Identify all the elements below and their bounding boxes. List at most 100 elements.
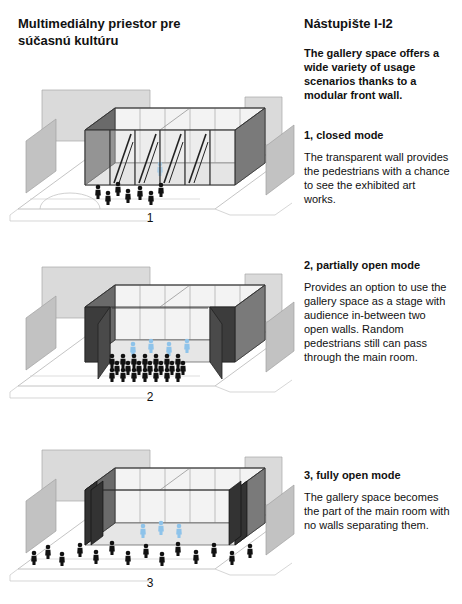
open-wall-leaf <box>98 307 110 379</box>
person-figure <box>125 189 131 203</box>
panel-reflection <box>189 134 206 183</box>
back-mullion <box>140 468 141 523</box>
person-body <box>95 190 101 199</box>
floor-step <box>10 209 150 221</box>
intro-text: The gallery space offers a wide variety … <box>304 46 450 102</box>
wall-slab <box>26 119 56 193</box>
person-body <box>164 373 170 382</box>
person-head <box>121 354 126 359</box>
floor-arc <box>40 193 100 209</box>
person-figure <box>184 339 190 353</box>
person-body <box>120 359 126 368</box>
person-body <box>105 196 111 205</box>
person-head <box>170 361 175 366</box>
person-head <box>176 542 181 547</box>
person-head <box>94 550 99 555</box>
person-figure <box>148 191 154 205</box>
person-figure <box>229 551 235 565</box>
person-figure <box>175 542 181 556</box>
person-figure <box>95 185 101 199</box>
person-body <box>184 344 190 353</box>
person-figure <box>153 354 159 368</box>
person-head <box>110 541 115 546</box>
person-figure <box>175 368 181 382</box>
person-head <box>149 339 154 344</box>
person-figure <box>136 361 142 375</box>
person-head <box>143 354 148 359</box>
person-head <box>181 361 186 366</box>
person-figure <box>142 368 148 382</box>
floor-step <box>10 386 150 398</box>
person-body <box>148 344 154 353</box>
person-body <box>45 550 51 559</box>
person-body <box>131 359 137 368</box>
person-head <box>144 544 149 549</box>
person-body <box>247 549 253 558</box>
person-body <box>175 547 181 556</box>
person-head <box>154 354 159 359</box>
person-body <box>125 556 131 565</box>
panel-reflection <box>194 142 208 183</box>
person-head <box>121 368 126 373</box>
person-body <box>148 196 154 205</box>
person-head <box>143 368 148 373</box>
person-head <box>148 361 153 366</box>
person-body <box>169 366 175 375</box>
scene-illustration <box>10 90 294 221</box>
back-mullion <box>190 468 191 523</box>
person-head <box>149 191 154 196</box>
person-body <box>93 555 99 564</box>
glass-panel <box>110 130 135 185</box>
wall-slab <box>26 479 56 553</box>
person-figure <box>125 551 131 565</box>
glass-panel <box>210 130 235 185</box>
person-head <box>154 368 159 373</box>
person-head <box>126 189 131 194</box>
person-body <box>211 548 217 557</box>
person-head <box>159 521 164 526</box>
person-head <box>176 354 181 359</box>
person-head <box>132 354 137 359</box>
roof-beam <box>160 108 190 130</box>
person-head <box>32 551 37 556</box>
person-figure <box>180 361 186 375</box>
person-figure <box>176 524 182 538</box>
person-figure <box>158 183 164 197</box>
subtitle: Nástupište I-I2 <box>304 16 454 33</box>
floor-line <box>30 199 200 200</box>
person-body <box>153 359 159 368</box>
person-head <box>160 552 165 557</box>
person-figure <box>147 361 153 375</box>
glass-panel <box>160 130 185 185</box>
glass-panel <box>185 130 210 185</box>
person-head <box>115 361 120 366</box>
person-head <box>137 361 142 366</box>
back-mullion <box>165 285 166 340</box>
person-head <box>126 551 131 556</box>
person-figure <box>158 521 164 535</box>
person-head <box>248 544 253 549</box>
mode-heading: 1, closed mode <box>304 128 450 142</box>
person-body <box>164 359 170 368</box>
floor-step <box>215 203 292 215</box>
back-mullion <box>215 468 216 523</box>
gallery-roof-frame <box>85 108 265 130</box>
person-figure <box>153 368 159 382</box>
wall-slab <box>266 485 294 555</box>
person-head <box>78 543 83 548</box>
person-body <box>193 555 199 564</box>
person-figure <box>93 550 99 564</box>
mode-heading: 3, fully open mode <box>304 468 450 482</box>
person-figure <box>137 186 143 200</box>
person-body <box>143 549 149 558</box>
person-figure <box>158 361 164 375</box>
gallery-roof-frame <box>85 285 265 307</box>
person-figure <box>140 524 146 538</box>
person-figure <box>211 543 217 557</box>
person-figure <box>169 361 175 375</box>
person-figure <box>131 354 137 368</box>
floor-line <box>30 376 200 377</box>
person-head <box>132 368 137 373</box>
person-figure <box>164 354 170 368</box>
person-head <box>159 183 164 188</box>
